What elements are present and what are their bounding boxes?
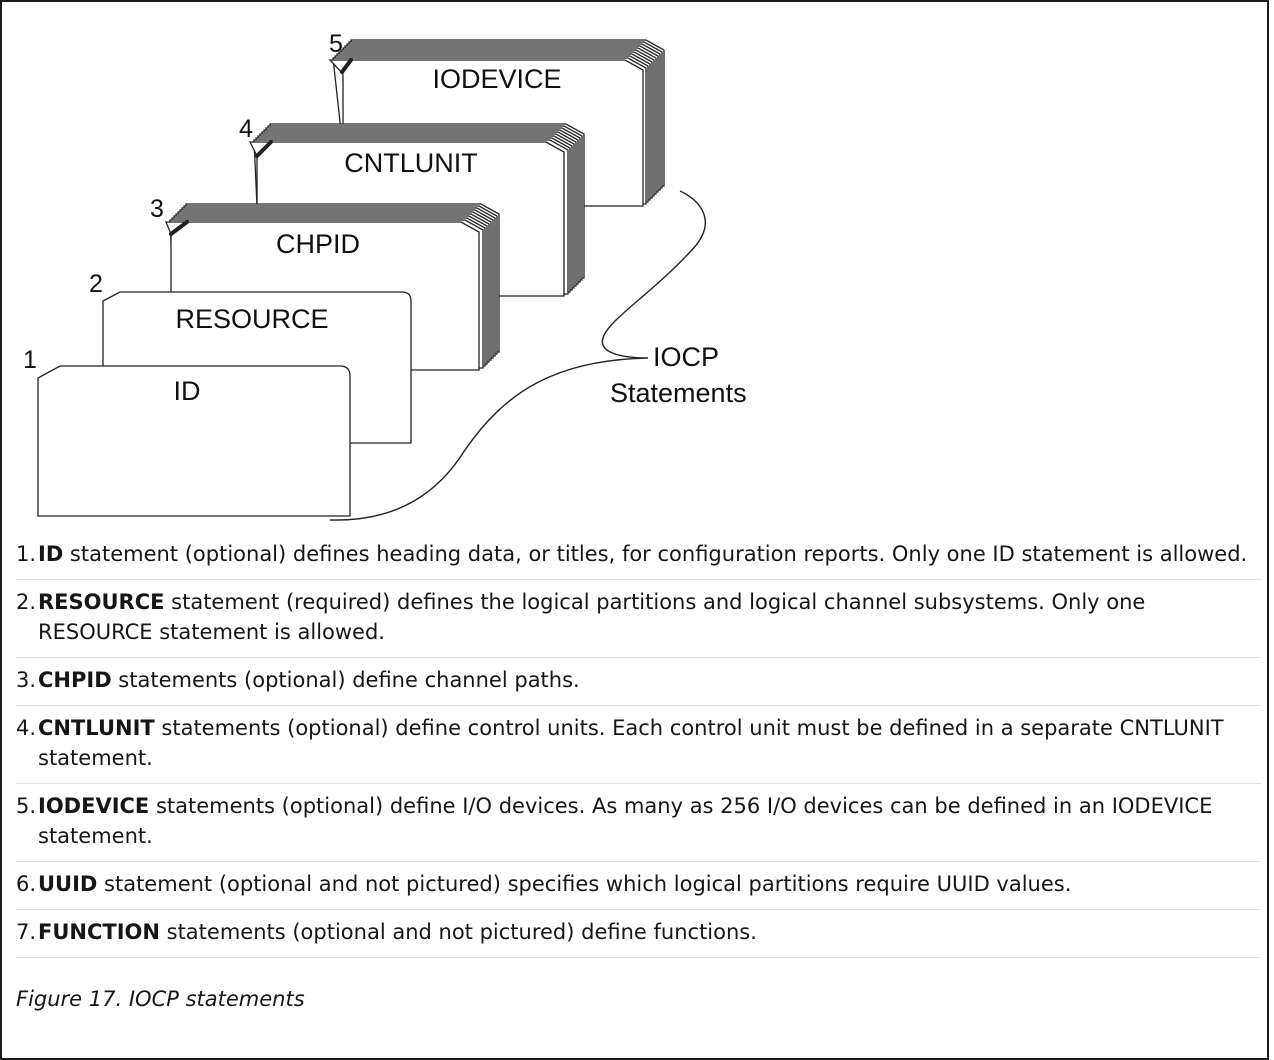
- list-item-number: 1.: [16, 542, 37, 566]
- figure-caption: Figure 17. IOCP statements: [16, 987, 305, 1011]
- brace-curve: [329, 190, 706, 521]
- list-item-number: 4.: [16, 716, 37, 740]
- iocp-diagram: IODEVICE CNTLUNIT CHPID RESOURCE ID 5 4 …: [23, 30, 747, 521]
- list-item: 1. ID statement (optional) defines headi…: [16, 532, 1261, 580]
- callout-iocp: IOCP: [653, 342, 719, 372]
- list-item-text: statements (optional) define I/O devices…: [38, 794, 1213, 848]
- list-item-number: 5.: [16, 794, 37, 818]
- list-item-number: 2.: [16, 590, 37, 614]
- card-number-5: 5: [329, 30, 343, 58]
- list-item-keyword: CNTLUNIT: [38, 716, 155, 740]
- list-item-text: statements (optional and not pictured) d…: [159, 920, 757, 944]
- card-label-resource: RESOURCE: [175, 304, 328, 334]
- list-item-number: 3.: [16, 668, 37, 692]
- list-item-keyword: CHPID: [38, 668, 112, 692]
- callout-statements: Statements: [610, 378, 747, 408]
- list-item-keyword: UUID: [38, 872, 98, 896]
- card-number-4: 4: [239, 115, 253, 143]
- card-number-3: 3: [150, 195, 164, 223]
- card-label-id: ID: [174, 376, 201, 406]
- list-item-text: statement (optional and not pictured) sp…: [97, 872, 1072, 896]
- list-item-keyword: IODEVICE: [38, 794, 150, 818]
- list-item-keyword: FUNCTION: [38, 920, 160, 944]
- list-item-keyword: RESOURCE: [38, 590, 165, 614]
- card-id: [37, 365, 351, 517]
- list-item-text: statement (required) defines the logical…: [38, 590, 1146, 644]
- list-item: 2. RESOURCE statement (required) defines…: [16, 580, 1261, 658]
- list-item-text: statements (optional) define channel pat…: [111, 668, 580, 692]
- list-item-number: 6.: [16, 872, 37, 896]
- card-label-iodevice: IODEVICE: [432, 64, 561, 94]
- card-label-cntlunit: CNTLUNIT: [344, 148, 478, 178]
- card-number-1: 1: [23, 346, 37, 374]
- list-item-text: statements (optional) define control uni…: [38, 716, 1224, 770]
- list-item: 3. CHPID statements (optional) define ch…: [16, 658, 1261, 706]
- list-item-keyword: ID: [38, 542, 64, 566]
- card-number-2: 2: [89, 270, 103, 298]
- card-label-chpid: CHPID: [276, 229, 360, 259]
- list-item-text: statement (optional) defines heading dat…: [63, 542, 1248, 566]
- list-item-number: 7.: [16, 920, 37, 944]
- list-item: 7. FUNCTION statements (optional and not…: [16, 910, 1261, 958]
- list-item: 5. IODEVICE statements (optional) define…: [16, 784, 1261, 862]
- statement-list: 1. ID statement (optional) defines headi…: [16, 532, 1261, 958]
- list-item: 4. CNTLUNIT statements (optional) define…: [16, 706, 1261, 784]
- list-item: 6. UUID statement (optional and not pict…: [16, 862, 1261, 910]
